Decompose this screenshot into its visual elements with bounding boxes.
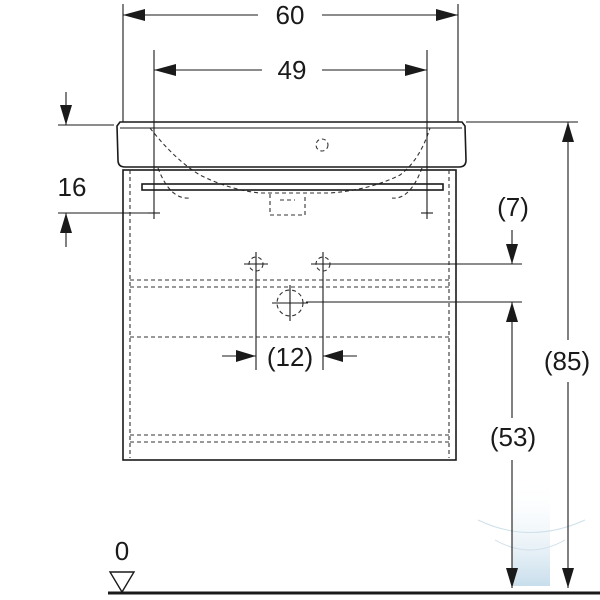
- supply-connections: [244, 252, 335, 276]
- fitting-offset-label: (7): [497, 192, 529, 222]
- dimension-top-thickness: 16: [58, 92, 148, 247]
- vanity-cabinet: [122, 169, 457, 461]
- mounting-points: [148, 207, 433, 219]
- basin-width-label: 49: [278, 55, 307, 85]
- watermark-arc: [477, 519, 586, 533]
- overall-width-label: 60: [276, 0, 305, 30]
- dimension-fitting-spacing: (12): [222, 276, 357, 372]
- dimension-overall-width: 60: [122, 0, 459, 122]
- fitting-spacing-label: (12): [267, 342, 313, 372]
- floor-level-label: 0: [115, 536, 129, 566]
- dimension-drain-height: (53): [490, 302, 536, 588]
- washbasin: [116, 121, 467, 199]
- watermark-arc-2: [494, 539, 566, 551]
- drain-height-label: (53): [490, 422, 536, 452]
- top-thickness-label: 16: [58, 172, 87, 202]
- dimension-basin-width: 49: [153, 50, 428, 207]
- dimension-fitting-offset: (7): [306, 192, 529, 303]
- dimension-overall-height: (85): [466, 121, 590, 588]
- floor-level-marker: 0: [108, 536, 600, 595]
- floor-level-triangle: [108, 571, 136, 594]
- drain-connection: [272, 285, 308, 321]
- overall-height-label: (85): [544, 346, 590, 376]
